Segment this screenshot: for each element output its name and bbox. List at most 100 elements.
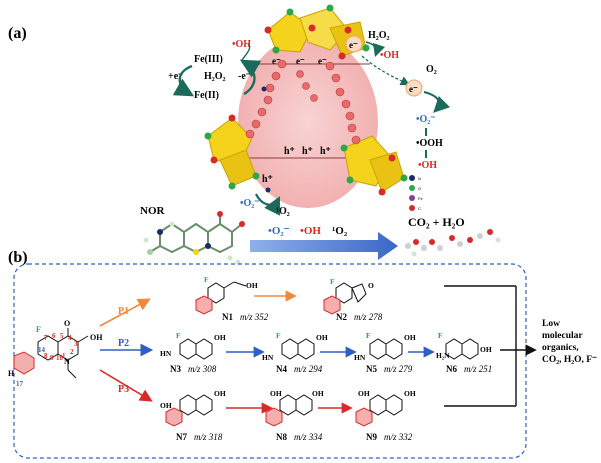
svg-text:•OH: •OH bbox=[418, 160, 437, 171]
panel-b-label: (b) bbox=[8, 249, 28, 266]
svg-text:e⁻: e⁻ bbox=[349, 40, 358, 50]
hole-transfer-label: h⁺ bbox=[262, 174, 273, 185]
svg-text:Low: Low bbox=[542, 319, 560, 329]
svg-text:•OH: •OH bbox=[380, 50, 399, 61]
n3-mz: m/z 308 bbox=[188, 364, 217, 374]
svg-text:N: N bbox=[64, 357, 70, 366]
convergence-lines bbox=[444, 285, 537, 407]
n8-id: N8 bbox=[276, 432, 287, 442]
svg-text:h⁺: h⁺ bbox=[284, 146, 295, 157]
svg-text:•O₂⁻: •O₂⁻ bbox=[268, 225, 290, 237]
small-products bbox=[405, 229, 501, 257]
svg-text:17: 17 bbox=[16, 380, 24, 388]
svg-text:HN: HN bbox=[160, 349, 172, 358]
svg-text:O₂: O₂ bbox=[426, 64, 437, 75]
n7-id: N7 bbox=[176, 432, 187, 442]
svg-text:h⁺: h⁺ bbox=[320, 146, 331, 157]
svg-text:H₂O₂: H₂O₂ bbox=[204, 71, 226, 82]
hole-dot bbox=[265, 187, 271, 193]
svg-text:14: 14 bbox=[38, 346, 46, 354]
right-reactions: e⁻ H₂O₂ •OH e⁻ O₂ •O₂⁻ •OOH •OH bbox=[345, 30, 451, 171]
svg-text:molecular: molecular bbox=[542, 331, 583, 341]
svg-text:2: 2 bbox=[70, 348, 74, 356]
n5-mz: m/z 279 bbox=[384, 364, 413, 374]
svg-text:F: F bbox=[330, 277, 335, 286]
svg-text:O: O bbox=[418, 186, 421, 191]
svg-text:7: 7 bbox=[44, 334, 48, 342]
n9-mz: m/z 332 bbox=[384, 432, 413, 442]
nor-molecule bbox=[149, 214, 243, 254]
arrow-species: •O₂⁻ •OH ¹O₂ bbox=[268, 225, 348, 237]
svg-text:F: F bbox=[36, 325, 41, 334]
svg-text:-e⁻: -e⁻ bbox=[238, 71, 251, 82]
svg-text:•OOH: •OOH bbox=[416, 138, 443, 149]
svg-text:8: 8 bbox=[44, 352, 48, 360]
svg-text:H: H bbox=[8, 369, 15, 378]
svg-text:•O₂⁻: •O₂⁻ bbox=[416, 114, 436, 125]
electrons: e⁻ e⁻ e⁻ bbox=[272, 56, 327, 66]
parent-molecule bbox=[13, 328, 89, 379]
svg-text:organics,: organics, bbox=[542, 343, 579, 353]
svg-text:Fe: Fe bbox=[418, 196, 423, 201]
n6-mz: m/z 251 bbox=[464, 364, 492, 374]
holes: h⁺ h⁺ h⁺ bbox=[284, 146, 331, 157]
n4-mz: m/z 294 bbox=[294, 364, 323, 374]
svg-text:F: F bbox=[366, 331, 371, 340]
svg-text:F: F bbox=[438, 331, 443, 340]
n6-id: N6 bbox=[446, 364, 457, 374]
svg-text:OH: OH bbox=[246, 281, 258, 290]
svg-text:4: 4 bbox=[68, 334, 72, 342]
products-label: CO₂ + H₂O bbox=[408, 215, 465, 229]
svg-text:Fe(II): Fe(II) bbox=[194, 90, 219, 101]
svg-text:e⁻: e⁻ bbox=[296, 56, 305, 66]
svg-text:e⁻: e⁻ bbox=[272, 56, 281, 66]
n9-id: N9 bbox=[366, 432, 377, 442]
product-structures bbox=[165, 281, 479, 427]
svg-text:1: 1 bbox=[62, 352, 66, 360]
n2-mz: m/z 278 bbox=[354, 312, 383, 322]
p3-label: P3 bbox=[118, 384, 129, 395]
svg-text:OH: OH bbox=[316, 333, 328, 342]
n1-mz: m/z 352 bbox=[240, 312, 269, 322]
svg-text:OH: OH bbox=[404, 389, 416, 398]
svg-text:9: 9 bbox=[50, 354, 54, 362]
svg-text:5: 5 bbox=[60, 332, 64, 340]
svg-text:OH: OH bbox=[90, 333, 103, 342]
svg-text:OH: OH bbox=[214, 389, 226, 398]
svg-text:•OH: •OH bbox=[300, 225, 321, 237]
svg-text:OH: OH bbox=[358, 389, 370, 398]
svg-text:OH: OH bbox=[214, 333, 226, 342]
svg-text:C: C bbox=[418, 206, 421, 211]
svg-text:OH: OH bbox=[404, 333, 416, 342]
svg-text:CO₂, H₂O, F⁻: CO₂, H₂O, F⁻ bbox=[542, 355, 597, 365]
svg-text:O: O bbox=[368, 281, 374, 290]
parent-labels: F H OH O N bbox=[8, 319, 103, 378]
svg-text:¹O₂: ¹O₂ bbox=[332, 225, 348, 237]
linker-chains bbox=[245, 59, 361, 145]
svg-text:•OH: •OH bbox=[232, 39, 251, 50]
svg-text:O: O bbox=[64, 319, 70, 328]
p2-label: P2 bbox=[118, 338, 129, 349]
svg-text:10: 10 bbox=[56, 354, 64, 362]
nor-atoms bbox=[143, 211, 245, 265]
svg-text:3: 3 bbox=[74, 340, 78, 348]
singlet-oxygen-left: ¹O₂ bbox=[276, 206, 290, 217]
n7-mz: m/z 318 bbox=[194, 432, 223, 442]
p3-arrow bbox=[99, 369, 153, 402]
parent-numbering: 7 6 5 4 14 8 9 10 1 2 3 17 bbox=[16, 332, 78, 388]
final-products: Low molecular organics, CO₂, H₂O, F⁻ bbox=[542, 319, 597, 365]
fe-cycle: Fe(III) +e⁻ H₂O₂ -e⁻ Fe(II) •OH bbox=[168, 39, 267, 101]
superoxide-left: •O₂⁻ bbox=[240, 198, 260, 209]
svg-text:OH: OH bbox=[160, 401, 172, 410]
svg-text:H₂N: H₂N bbox=[436, 351, 450, 360]
svg-text:F: F bbox=[176, 331, 181, 340]
n3-id: N3 bbox=[170, 364, 181, 374]
svg-text:F: F bbox=[276, 331, 281, 340]
svg-text:OH: OH bbox=[312, 389, 324, 398]
n1-id: N1 bbox=[222, 312, 233, 322]
svg-text:OH: OH bbox=[480, 345, 492, 354]
nor-label: NOR bbox=[140, 205, 166, 217]
superoxide-arrow bbox=[255, 193, 280, 216]
svg-text:F: F bbox=[204, 275, 209, 284]
